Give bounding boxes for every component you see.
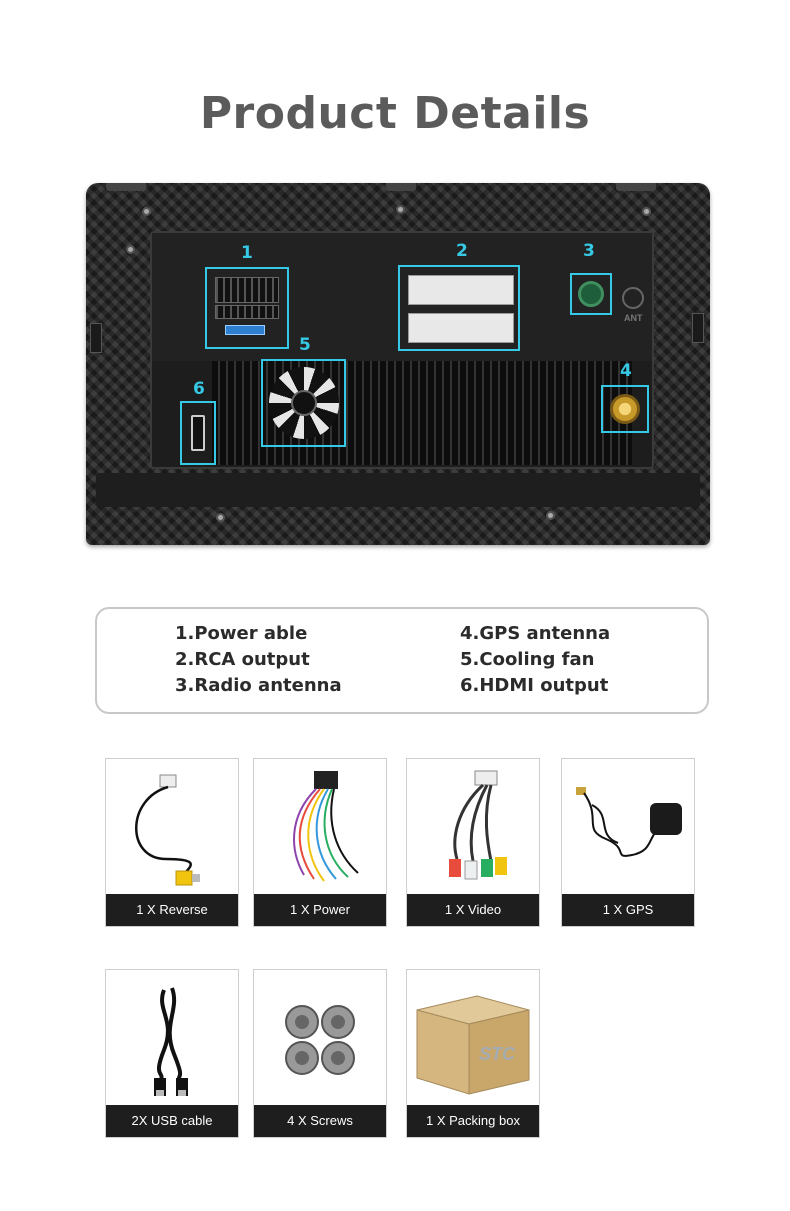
- accessory-label: 1 X Video: [407, 894, 539, 926]
- packing-box-icon: STC: [416, 995, 530, 1095]
- accessory-label: 2X USB cable: [106, 1105, 238, 1137]
- port-2-box: [398, 265, 520, 351]
- accessory-reverse-cable: 1 X Reverse: [105, 758, 239, 927]
- port-6-box: [180, 401, 216, 465]
- hdmi-port-icon: [191, 415, 205, 451]
- port-5-box: [261, 359, 346, 447]
- usb-cable-icon: [154, 987, 188, 1096]
- legend-item: 2.RCA output: [175, 649, 310, 670]
- ant-marking: ANT: [624, 313, 643, 323]
- legend-item: 6.HDMI output: [460, 675, 609, 696]
- port-number-5: 5: [299, 335, 311, 355]
- box-print-text: STC: [479, 1044, 516, 1064]
- legend-item: 1.Power able: [175, 623, 308, 644]
- legend-item: 4.GPS antenna: [460, 623, 611, 644]
- ports-legend: 1.Power able 2.RCA output 3.Radio antenn…: [95, 607, 709, 714]
- connector-plate: [150, 231, 654, 469]
- port-number-6: 6: [193, 379, 205, 399]
- port-4-box: [601, 385, 649, 433]
- accessory-label: 1 X Packing box: [407, 1105, 539, 1137]
- screws-icon: [285, 1005, 355, 1075]
- accessory-label: 4 X Screws: [254, 1105, 386, 1137]
- accessory-label: 1 X GPS: [562, 894, 694, 926]
- accessory-label: 1 X Reverse: [106, 894, 238, 926]
- gps-antenna-jack-icon: [610, 394, 640, 424]
- port-number-2: 2: [456, 241, 468, 261]
- port-number-3: 3: [583, 241, 595, 261]
- accessory-gps-antenna: 1 X GPS: [561, 758, 695, 927]
- head-unit-back-panel: 1 2 3 ANT 5 4 6: [86, 183, 710, 545]
- accessory-video-cable: 1 X Video: [406, 758, 540, 927]
- port-number-1: 1: [241, 243, 253, 263]
- port-number-4: 4: [620, 361, 632, 381]
- accessory-packing-box: STC 1 X Packing box: [406, 969, 540, 1138]
- accessory-power-harness: 1 X Power: [253, 758, 387, 927]
- port-1-box: [205, 267, 289, 349]
- power-harness-icon: [293, 771, 359, 882]
- reverse-cable-icon: [135, 774, 200, 886]
- accessory-usb-cable: 2X USB cable: [105, 969, 239, 1138]
- radio-antenna-jack-icon: [578, 281, 604, 307]
- gps-antenna-icon: [576, 787, 682, 857]
- accessory-screws: 4 X Screws: [253, 969, 387, 1138]
- page-title: Product Details: [199, 88, 591, 139]
- legend-item: 3.Radio antenna: [175, 675, 342, 696]
- accessory-label: 1 X Power: [254, 894, 386, 926]
- video-rca-cable-icon: [449, 770, 507, 880]
- port-3-box: [570, 273, 612, 315]
- legend-item: 5.Cooling fan: [460, 649, 595, 670]
